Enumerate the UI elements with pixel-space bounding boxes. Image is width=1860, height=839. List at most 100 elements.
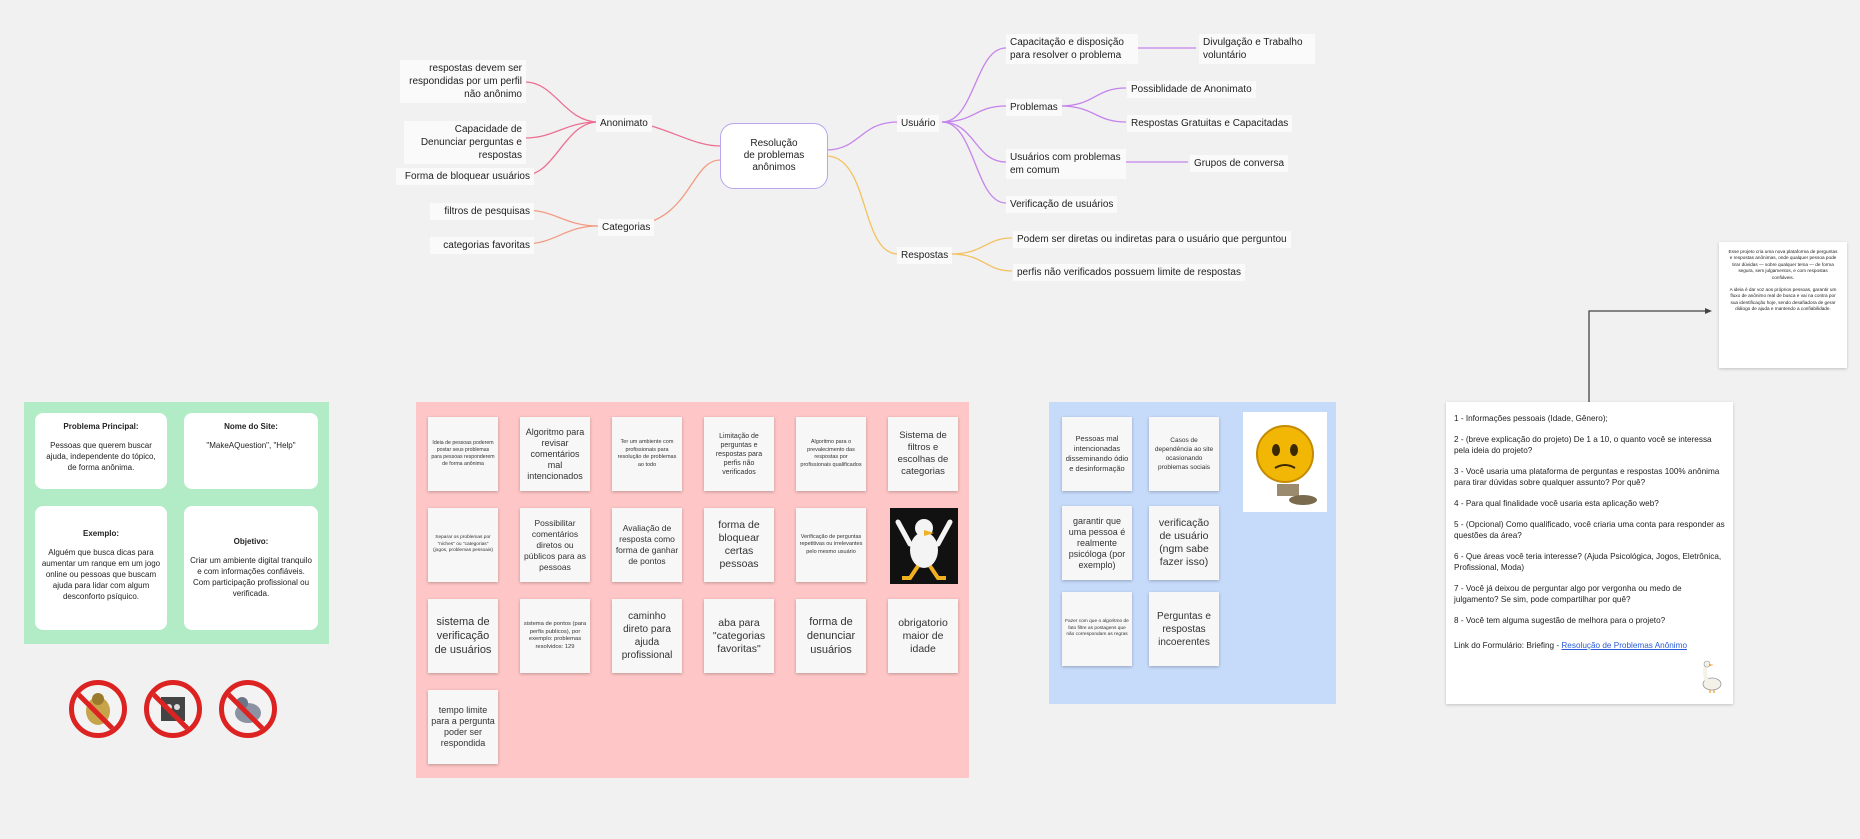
card-exemplo[interactable]: Exemplo: Alguém que busca dicas para aum… [35,506,167,630]
node-usuario-capacitacao[interactable]: Capacitação e disposição para resolver o… [1006,34,1138,64]
form-question: 1 - Informações pessoais (Idade, Gênero)… [1454,414,1608,423]
form-question: 4 - Para qual finalidade você usaria est… [1454,499,1659,508]
edge-problemas-anonimato [1059,87,1127,107]
duck-icon [895,519,953,580]
sticky-note[interactable]: Ideia de pessoas poderem postar seus pro… [428,417,498,491]
card-title: Nome do Site: [224,422,278,431]
card-title: Problema Principal: [63,422,139,431]
sticky-note[interactable]: aba para "categorias favoritas" [704,599,774,673]
emoji-sticker [1243,412,1327,512]
sticky-note[interactable]: obrigatorio maior de idade [888,599,958,673]
card-title: Exemplo: [82,529,119,538]
edge-usuario-problemas [941,105,1007,123]
form-question: 6 - Que áreas você teria interesse? (Aju… [1454,552,1722,572]
sticky-note[interactable]: Perguntas e respostas incoerentes [1149,592,1219,666]
edge-anonimato-2 [524,121,599,139]
prohibited-sticker-2 [144,680,202,738]
node-usuario[interactable]: Usuário [897,115,940,132]
sticky-note[interactable]: Ter um ambiente com profissionais para r… [612,417,682,491]
arrow-to-description [1588,310,1708,402]
prohibited-sticker-3 [219,680,277,738]
sticky-note[interactable]: Separar os problemas por "niches" ou "ca… [428,508,498,582]
node-usuario-grupos[interactable]: Grupos de conversa [1190,155,1289,172]
form-question: 8 - Você tem alguma sugestão de melhora … [1454,616,1666,625]
node-anonimato[interactable]: Anonimato [596,115,652,132]
card-objetivo[interactable]: Objetivo: Criar um ambiente digital tran… [184,506,318,630]
sticky-note[interactable]: Limitação de perguntas e respostas para … [704,417,774,491]
sticky-note[interactable]: Possibilitar comentários diretos ou públ… [520,508,590,582]
sticky-note[interactable]: forma de denunciar usuários [796,599,866,673]
node-respostas-limite[interactable]: perfis não verificados possuem limite de… [1013,264,1245,281]
sticky-note[interactable]: Pessoas mal intencionadas disseminando ó… [1062,417,1132,491]
briefing-form-card: 1 - Informações pessoais (Idade, Gênero)… [1446,402,1733,704]
sticky-note[interactable]: Avaliação de resposta como forma de ganh… [612,508,682,582]
sticky-note[interactable]: forma de bloquear certas pessoas [704,508,774,582]
edge-root-categorias [624,159,721,227]
edge-usuario-capacitacao [941,47,1007,123]
form-link[interactable]: Resolução de Problemas Anônimo [1561,641,1688,650]
node-usuario-verificacao[interactable]: Verificação de usuários [1006,196,1118,213]
node-anonimato-denunciar[interactable]: Capacidade de Denunciar perguntas e resp… [404,121,526,164]
form-link-prefix: Link do Formulário: Briefing - [1454,641,1562,650]
edge-categorias-2 [524,225,599,245]
node-categorias-favoritas[interactable]: categorias favoritas [430,237,534,254]
edge-problemas-gratuitas [1059,105,1127,123]
form-question: 5 - (Opcional) Como qualificado, você cr… [1454,520,1725,540]
sticky-note[interactable]: verificação de usuário (ngm sabe fazer i… [1149,506,1219,580]
form-link-line: Link do Formulário: Briefing - Resolução… [1454,640,1725,651]
card-nome-do-site[interactable]: Nome do Site: "MakeAQuestion", "Help" [184,413,318,489]
card-problema-principal[interactable]: Problema Principal: Pessoas que querem b… [35,413,167,489]
green-panel: Problema Principal: Pessoas que querem b… [24,402,329,644]
sticky-note[interactable]: sistema de verificação de usuários [428,599,498,673]
sticky-note[interactable]: Sistema de filtros e escolhas de categor… [888,417,958,491]
project-description-card[interactable]: Esse projeto cria uma nova plataforma de… [1719,242,1847,368]
sticky-note[interactable]: caminho direto para ajuda profissional [612,599,682,673]
red-panel: Ideia de pessoas poderem postar seus pro… [416,402,969,778]
edge-respostas-2 [949,253,1013,272]
node-anonimato-resp-nao-anonimo[interactable]: respostas devem ser respondidas por um p… [400,60,526,103]
sticky-note[interactable]: Algoritmo para revisar comentários mal i… [520,417,590,491]
card-body: Pessoas que querem buscar ajuda, indepen… [46,441,156,472]
card-body: Criar um ambiente digital tranquilo e co… [190,556,312,598]
form-question: 7 - Você já deixou de perguntar algo por… [1454,584,1682,604]
node-usuario-possib-anonimato[interactable]: Possiblidade de Anonimato [1127,81,1256,98]
form-question: 2 - (breve explicação do projeto) De 1 a… [1454,435,1712,455]
sticky-note[interactable]: garantir que uma pessoa é realmente psic… [1062,506,1132,580]
node-usuario-problemas-comum[interactable]: Usuários com problemas em comum [1006,149,1126,179]
edge-respostas-1 [949,237,1013,255]
node-respostas[interactable]: Respostas [897,247,953,264]
node-usuario-respostas-gratuitas[interactable]: Respostas Gratuitas e Capacitadas [1127,115,1293,132]
form-question: 3 - Você usaria uma plataforma de pergun… [1454,467,1720,487]
goose-icon [1702,660,1722,693]
sticky-note[interactable]: Casos de dependência ao site ocasionando… [1149,417,1219,491]
card-body: "MakeAQuestion", "Help" [206,441,296,450]
sticky-note[interactable]: Algoritmo para o prevalecimento das resp… [796,417,866,491]
pigeon-icon [235,697,261,723]
node-respostas-diretas[interactable]: Podem ser diretas ou indiretas para o us… [1013,231,1291,248]
edge-usuario-comum [941,121,1007,163]
sticky-note[interactable]: sistema de pontos (para perfis publicos)… [520,599,590,673]
sticky-note[interactable]: tempo limite para a pergunta poder ser r… [428,690,498,764]
edge-usuario-verificacao [941,121,1007,204]
card-body: Alguém que busca dicas para aumentar um … [41,548,161,601]
bird-icon [86,693,110,725]
description-paragraph: A ideia é dar voz aos próprios pessoas, … [1729,287,1837,312]
edge-root-respostas [825,155,899,255]
blue-panel: Pessoas mal intencionadas disseminando ó… [1049,402,1336,704]
card-title: Objetivo: [233,537,269,546]
arrow-head [1705,308,1712,314]
node-categorias[interactable]: Categorias [598,219,655,236]
prohibited-sticker-1 [69,680,127,738]
dancing-duck-sticker [890,508,958,584]
node-categorias-filtros[interactable]: filtros de pesquisas [430,203,534,220]
worried-face-icon [1256,425,1317,505]
edge-root-usuario [825,121,899,151]
node-usuario-divulgacao[interactable]: Divulgação e Trabalho voluntário [1199,34,1315,64]
mindmap-root-node[interactable]: Resolução de problemas anônimos [720,123,828,189]
edge-anonimato-1 [524,81,599,123]
node-usuario-problemas[interactable]: Problemas [1006,99,1062,116]
sticky-note[interactable]: Fazer com que o algoritmo de fato filtre… [1062,592,1132,666]
node-anonimato-bloquear[interactable]: Forma de bloquear usuários [396,168,534,185]
sticky-note[interactable]: Verificação de perguntas repetitivas ou … [796,508,866,582]
